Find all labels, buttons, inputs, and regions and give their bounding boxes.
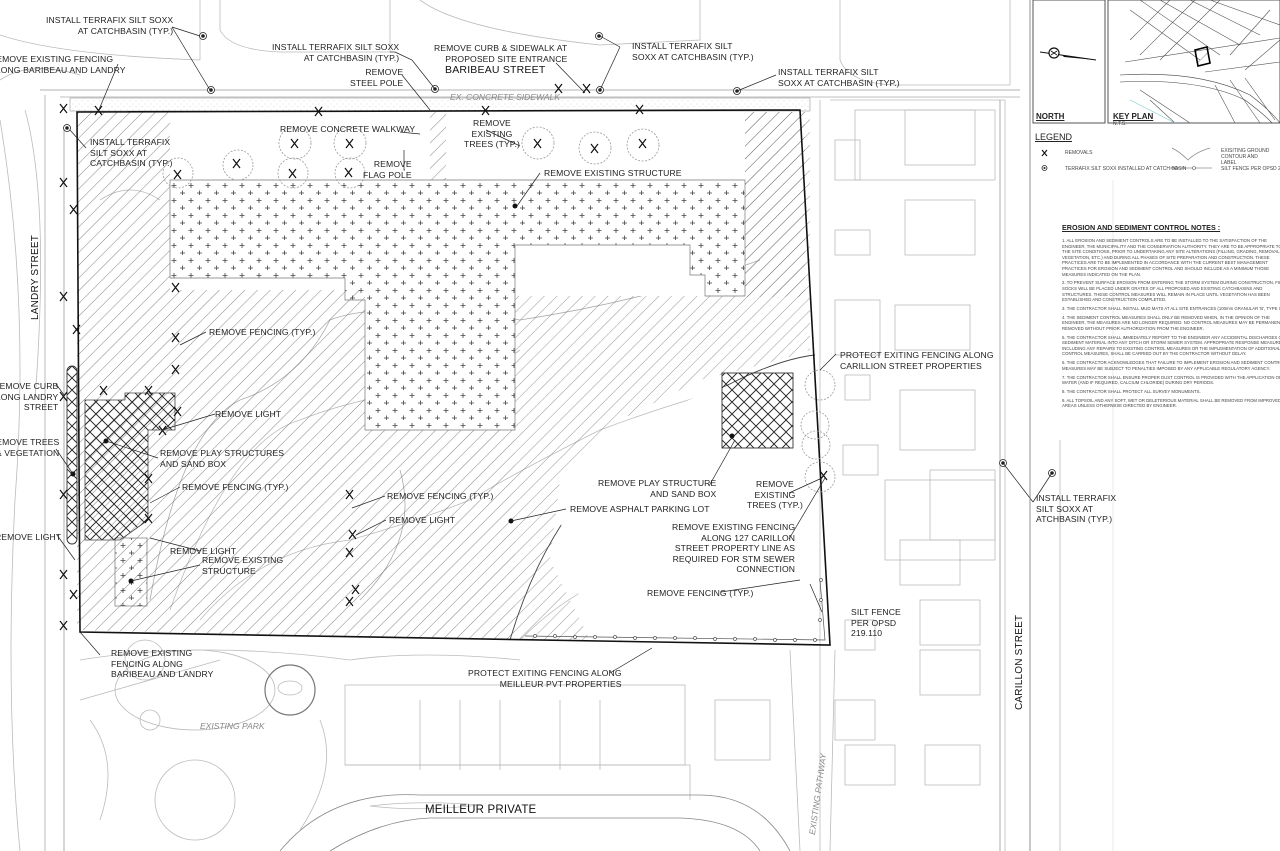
callout-remove-fencing-se: REMOVE FENCING (TYP.) [647, 588, 754, 598]
callout-remove-curb-sidewalk: REMOVE CURB & SIDEWALK AT PROPOSED SITE … [434, 43, 568, 64]
callout-remove-play-structures: REMOVE PLAY STRUCTURES AND SAND BOX [160, 448, 285, 469]
callout-remove-steel-pole: REMOVE STEEL POLE [350, 67, 404, 88]
street-landry: LANDRY STREET [30, 234, 41, 320]
callout-remove-fencing-127-carillon: REMOVE EXISTING FENCING ALONG 127 CARILL… [672, 522, 796, 574]
note-item: 7. THE CONTRACTOR SHALL ENSURE PROPER DU… [1062, 374, 1280, 386]
callout-remove-parking-lot: REMOVE ASPHALT PARKING LOT [570, 504, 710, 514]
callout-remove-light-3: REMOVE LIGHT [170, 546, 237, 556]
note-item: 4. THE SEDIMENT CONTROL MEASURES SHALL O… [1062, 314, 1280, 331]
callout-silt-soxx-carillon: INSTALL TERRAFIX SILT SOXX AT ATCHBASIN … [1036, 493, 1117, 524]
callout-remove-structure: REMOVE EXISTING STRUCTURE [544, 168, 682, 178]
notes-title: EROSION AND SEDIMENT CONTROL NOTES : [1062, 223, 1221, 232]
label-existing-park: EXISTING PARK [200, 721, 265, 731]
callout-remove-fencing-1: REMOVE FENCING (TYP.) [209, 327, 316, 337]
callout-silt-soxx-ne1: INSTALL TERRAFIX SILT SOXX AT CATCHBASIN… [632, 41, 754, 62]
street-baribeau: BARIBEAU STREET [445, 64, 546, 76]
legend-removals: REMOVALS [1065, 150, 1093, 156]
note-item: 9. ALL TOPSOIL AND ANY SOFT, WET OR DELE… [1062, 397, 1280, 409]
callout-remove-fencing-sw: REMOVE EXISTING FENCING ALONG BARIBEAU A… [111, 648, 214, 679]
callout-remove-fencing-nw: REMOVE EXISTING FENCING ALONG BARIBEAU A… [0, 54, 126, 75]
callout-remove-light-1: REMOVE LIGHT [215, 409, 282, 419]
callout-protect-fencing-meilleur: PROTECT EXITING FENCING ALONG MEILLEUR P… [468, 668, 622, 689]
callout-remove-trees-vegetation: REMOVE TREES & VEGETATION [0, 437, 60, 458]
note-item: 5. THE CONTRACTOR SHALL IMMEDIATELY REPO… [1062, 334, 1280, 357]
street-meilleur: MEILLEUR PRIVATE [425, 804, 537, 816]
key-plan-scale: N.T.S. [1113, 121, 1127, 127]
property-boundary [76, 109, 831, 646]
callout-silt-soxx-ne2: INSTALL TERRAFIX SILT SOXX AT CATCHBASIN… [778, 67, 900, 88]
callout-remove-light-4: REMOVE LIGHT [389, 515, 456, 525]
legend-silt-soxx: TERRAFIX SILT SOXX INSTALLED AT CATCH BA… [1065, 166, 1187, 172]
key-plan-title: KEY PLAN [1113, 112, 1154, 121]
callout-remove-trees-e: REMOVE EXISTING TREES (TYP.) [747, 479, 803, 510]
legend-silt-fence: SILT FENCE PER OPSD 219.110 [1221, 166, 1280, 172]
legend-title: LEGEND [1035, 132, 1073, 142]
note-item: 1. ALL EROSION AND SEDIMENT CONTROLS ARE… [1062, 238, 1280, 277]
note-item: 8. THE CONTRACTOR SHALL PROTECT ALL SURV… [1062, 388, 1201, 394]
callout-protect-fencing-carillon: PROTECT EXITING FENCING ALONG CARILLION … [840, 350, 994, 371]
existing-structure-removal [114, 179, 746, 607]
callout-silt-fence: SILT FENCE PER OPSD 219.110 [851, 607, 901, 638]
note-item: 3. THE CONTRACTOR SHALL INSTALL MUD MATS… [1062, 305, 1280, 311]
callout-silt-soxx-n: INSTALL TERRAFIX SILT SOXX AT CATCHBASIN… [272, 42, 400, 63]
play-structures [84, 372, 794, 541]
callout-silt-soxx-w: INSTALL TERRAFIX SILT SOXX AT CATCHBASIN… [90, 137, 173, 168]
callout-silt-soxx-nw: INSTALL TERRAFIX SILT SOXX AT CATCHBASIN… [46, 15, 174, 36]
existing-trees [162, 126, 836, 493]
ex-concrete-sidewalk [69, 97, 811, 112]
north-arrow-icon [1032, 0, 1106, 124]
silt-fence-line [524, 578, 826, 642]
callout-remove-trees-n: REMOVE EXISTING TREES (TYP.) [464, 118, 520, 149]
callout-remove-walkway: REMOVE CONCRETE WALKWAY [280, 124, 416, 134]
callout-remove-structure-2: REMOVE EXISTING STRUCTURE [202, 555, 284, 576]
label-ex-sidewalk: EX. CONCRETE SIDEWALK [450, 92, 560, 102]
callout-remove-play-structure-e: REMOVE PLAY STRUCTURE AND SAND BOX [598, 478, 717, 499]
callout-remove-flag-pole: REMOVE FLAG POLE [363, 159, 412, 180]
removal-x-marks [59, 83, 828, 631]
callout-remove-fencing-2: REMOVE FENCING (TYP.) [182, 482, 289, 492]
landry-curb-strip [66, 365, 78, 545]
legend-contour: EXISITING GROUND CONTOUR AND LABEL [1221, 148, 1270, 166]
callout-remove-fencing-3: REMOVE FENCING (TYP.) [387, 491, 494, 501]
erosion-notes: EROSION AND SEDIMENT CONTROL NOTES : 1. … [1062, 223, 1280, 412]
key-plan-map [1107, 0, 1280, 124]
legend-symbols [1041, 147, 1212, 171]
street-carillon: CARILLON STREET [1014, 614, 1025, 710]
note-item: 6. THE CONTRACTOR ACKNOWLEDGES THAT FAIL… [1062, 360, 1280, 371]
context-linework [0, 0, 1061, 851]
note-item: 2. TO PREVENT SURFACE EROSION FROM ENTER… [1062, 280, 1280, 303]
north-panel-title: NORTH [1036, 112, 1065, 121]
leader-lines [55, 26, 1053, 674]
callout-remove-curb-landry: REMOVE CURB ALONG LANDRY STREET [0, 381, 59, 412]
callout-remove-light-2: REMOVE LIGHT [0, 532, 62, 542]
